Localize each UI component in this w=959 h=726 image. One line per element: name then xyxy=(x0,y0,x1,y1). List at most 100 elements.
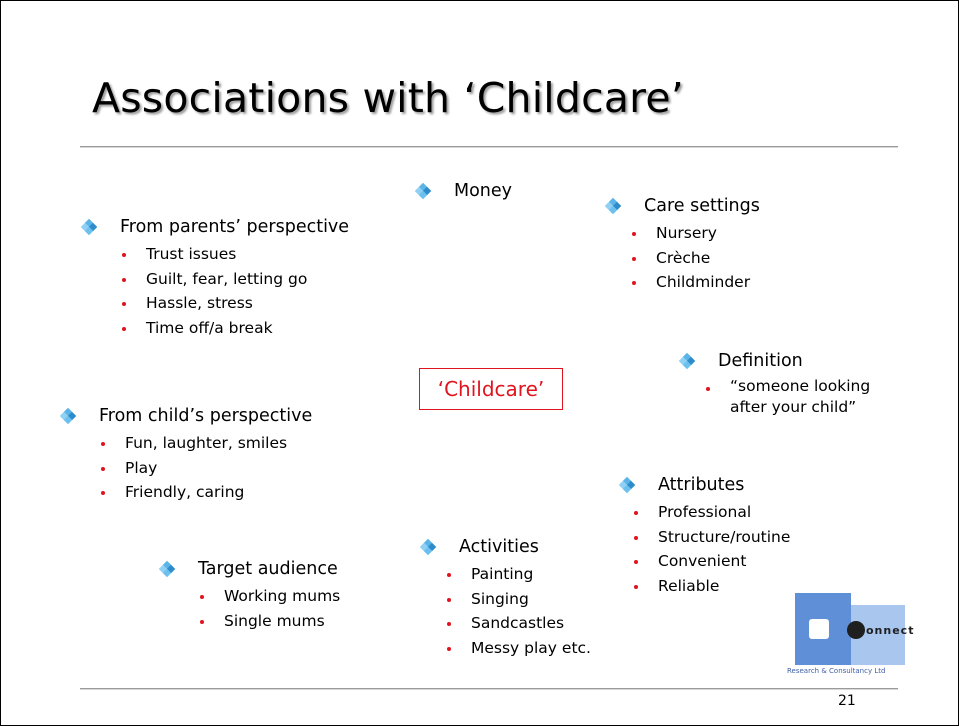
bullet-list: “someone looking after your child” xyxy=(680,376,870,418)
red-dot-bullet-icon xyxy=(200,595,204,599)
list-item: Professional xyxy=(630,500,790,525)
list-item: Childminder xyxy=(628,270,760,295)
diamond-bullet-icon xyxy=(80,218,98,236)
center-childcare-label: ‘Childcare’ xyxy=(419,368,563,410)
red-dot-bullet-icon xyxy=(447,597,451,602)
list-item-text: Singing xyxy=(471,589,529,608)
list-item: Time off/a break xyxy=(118,316,349,341)
logo-c-mark xyxy=(847,621,865,639)
list-item: Fun, laughter, smiles xyxy=(97,431,312,456)
list-item: Singing xyxy=(443,587,591,612)
heading-text: Target audience xyxy=(198,559,338,579)
list-item-text: Sandcastles xyxy=(471,614,565,632)
red-dot-bullet-icon xyxy=(634,584,638,589)
list-item-text: Trust issues xyxy=(146,245,237,263)
group-heading: Care settings xyxy=(604,195,760,217)
list-item-text: Fun, laughter, smiles xyxy=(125,434,288,452)
list-item: Hassle, stress xyxy=(118,291,349,316)
group-parents-perspective: From parents’ perspective Trust issues G… xyxy=(80,216,350,340)
red-dot-bullet-icon xyxy=(706,387,710,391)
red-dot-bullet-icon xyxy=(634,535,638,540)
red-dot-bullet-icon xyxy=(447,573,451,577)
red-dot-bullet-icon xyxy=(447,622,451,626)
group-heading: Attributes xyxy=(618,474,790,496)
list-item-text: Convenient xyxy=(658,552,747,570)
list-item: Play xyxy=(97,456,312,481)
red-dot-bullet-icon xyxy=(101,491,105,495)
list-item: Working mums xyxy=(196,584,340,609)
heading-text: Care settings xyxy=(644,196,760,216)
list-item: Convenient xyxy=(630,549,790,574)
list-item-text: Single mums xyxy=(224,611,325,630)
list-item: Guilt, fear, letting go xyxy=(118,267,349,292)
diamond-bullet-icon xyxy=(419,538,437,556)
list-item: Reliable xyxy=(630,574,790,599)
heading-text: From child’s perspective xyxy=(99,406,313,426)
list-item-text: Working mums xyxy=(224,587,341,605)
footer-divider xyxy=(80,688,898,690)
list-item-text: “someone looking xyxy=(730,377,871,395)
group-heading: Money xyxy=(414,180,513,202)
list-item-text: Structure/routine xyxy=(658,527,791,546)
title-divider xyxy=(80,146,898,148)
list-item: after your child” xyxy=(702,397,870,418)
group-heading: From parents’ perspective xyxy=(80,216,350,238)
heading-text: Definition xyxy=(718,351,803,371)
list-item-text: Reliable xyxy=(658,576,720,595)
list-item: Nursery xyxy=(628,221,760,246)
logo-cutout xyxy=(809,619,829,639)
red-dot-bullet-icon xyxy=(101,466,105,471)
list-item-text: Play xyxy=(125,458,158,477)
list-item: Sandcastles xyxy=(443,611,591,636)
list-item: Structure/routine xyxy=(630,525,790,550)
list-item: Single mums xyxy=(196,609,340,634)
diamond-bullet-icon xyxy=(618,476,636,494)
page-number: 21 xyxy=(838,693,856,709)
red-dot-bullet-icon xyxy=(632,232,636,236)
list-item: Crèche xyxy=(628,246,760,271)
heading-text: Money xyxy=(454,181,513,201)
heading-text: From parents’ perspective xyxy=(120,217,350,237)
bullet-list: Painting Singing Sandcastles Messy play … xyxy=(421,562,591,660)
group-money: Money xyxy=(414,180,513,202)
diamond-bullet-icon xyxy=(158,560,176,578)
logo-subtitle: Research & Consultancy Ltd xyxy=(787,667,886,675)
list-item-text: Hassle, stress xyxy=(146,294,253,312)
list-item-text: Professional xyxy=(658,503,752,521)
group-attributes: Attributes Professional Structure/routin… xyxy=(618,474,790,599)
list-item-text: after your child” xyxy=(730,398,857,416)
diamond-bullet-icon xyxy=(678,352,696,370)
list-item: Friendly, caring xyxy=(97,480,312,505)
red-dot-bullet-icon xyxy=(122,326,126,331)
heading-text: Activities xyxy=(459,537,539,557)
bullet-list: Fun, laughter, smiles Play Friendly, car… xyxy=(61,431,312,505)
red-dot-bullet-icon xyxy=(632,281,636,285)
red-dot-bullet-icon xyxy=(632,256,636,261)
list-item: “someone looking xyxy=(702,376,870,397)
diamond-bullet-icon xyxy=(59,407,77,425)
red-dot-bullet-icon xyxy=(101,442,105,446)
list-item-text: Time off/a break xyxy=(146,318,273,337)
list-item: Trust issues xyxy=(118,242,349,267)
group-care-settings: Care settings Nursery Crèche Childminder xyxy=(604,195,760,295)
list-item-text: Childminder xyxy=(656,273,751,291)
red-dot-bullet-icon xyxy=(200,619,204,624)
diamond-bullet-icon xyxy=(414,182,432,200)
list-item-text: Crèche xyxy=(656,248,711,267)
group-heading: Definition xyxy=(678,350,870,372)
group-heading: Target audience xyxy=(158,558,340,580)
bullet-list: Trust issues Guilt, fear, letting go Has… xyxy=(82,242,349,340)
group-heading: From child’s perspective xyxy=(59,405,313,427)
connect-logo: onnect Research & Consultancy Ltd xyxy=(787,593,913,678)
red-dot-bullet-icon xyxy=(122,277,126,282)
red-dot-bullet-icon xyxy=(122,302,126,306)
list-item-text: Nursery xyxy=(656,224,717,242)
group-activities: Activities Painting Singing Sandcastles … xyxy=(419,536,591,660)
group-definition: Definition “someone looking after your c… xyxy=(678,350,870,418)
heading-text: Attributes xyxy=(658,475,745,495)
group-heading: Activities xyxy=(419,536,591,558)
red-dot-bullet-icon xyxy=(634,560,638,564)
bullet-list: Working mums Single mums xyxy=(160,584,340,633)
list-item-text: Friendly, caring xyxy=(125,483,245,501)
slide-title: Associations with ‘Childcare’ xyxy=(92,74,684,122)
